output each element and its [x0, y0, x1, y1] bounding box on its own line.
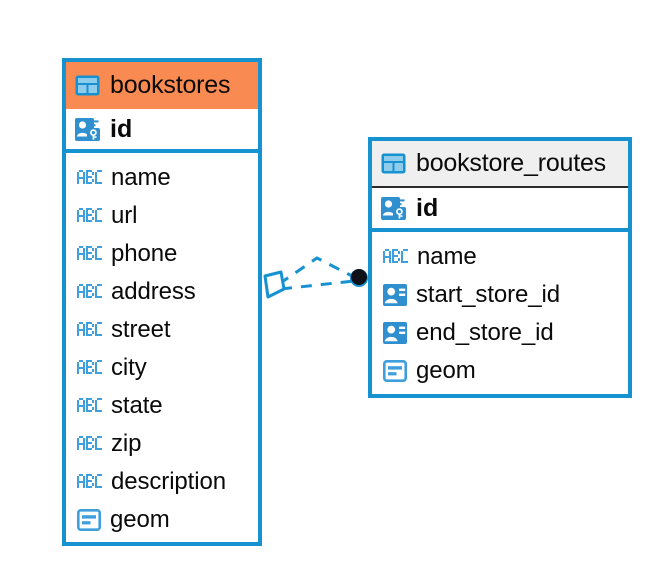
attribute-row-phone[interactable]: phone: [66, 235, 258, 273]
attribute-label: start_store_id: [416, 281, 561, 308]
attribute-row-description[interactable]: description: [66, 463, 258, 501]
entity-bookstores[interactable]: bookstores id: [62, 58, 262, 546]
geometry-icon: [382, 359, 407, 382]
pk-label-bookstore-routes: id: [416, 193, 439, 222]
abc-text-icon: [77, 396, 102, 416]
geometry-icon: [76, 508, 101, 531]
pk-label-bookstores: id: [110, 114, 133, 143]
abc-text-icon: [383, 247, 408, 267]
attribute-row-address[interactable]: address: [66, 273, 258, 311]
attribute-row-street[interactable]: street: [66, 311, 258, 349]
attribute-label: url: [111, 202, 138, 229]
filled-circle-marker-ring: [350, 269, 368, 287]
entity-title-bookstores: bookstores: [110, 71, 231, 99]
attribute-label: street: [111, 316, 171, 343]
attribute-row-zip[interactable]: zip: [66, 425, 258, 463]
abc-text-icon: [77, 320, 102, 340]
abc-text-icon: [77, 244, 102, 264]
abc-text-icon: [77, 282, 102, 302]
attribute-row-start-store-id[interactable]: start_store_id: [372, 276, 628, 314]
attribute-list-bookstore-routes: name start_store_id: [372, 232, 628, 396]
filled-circle-marker: [351, 269, 367, 285]
abc-text-icon: [77, 434, 102, 454]
diamond-marker: [263, 270, 286, 299]
foreign-key-icon: [383, 284, 407, 306]
primary-key-icon: [75, 117, 100, 141]
attribute-label: geom: [110, 506, 170, 533]
attribute-row-state[interactable]: state: [66, 387, 258, 425]
table-icon: [75, 75, 100, 96]
table-icon: [381, 153, 406, 174]
attribute-row-url[interactable]: url: [66, 197, 258, 235]
attribute-row-geom[interactable]: geom: [372, 352, 628, 390]
attribute-label: name: [111, 164, 171, 191]
pk-row-bookstores[interactable]: id: [66, 109, 258, 153]
attribute-label: description: [111, 468, 226, 495]
attribute-row-name[interactable]: name: [372, 238, 628, 276]
attribute-label: address: [111, 278, 196, 305]
abc-text-icon: [77, 206, 102, 226]
attribute-row-city[interactable]: city: [66, 349, 258, 387]
attribute-label: state: [111, 392, 163, 419]
attribute-row-geom[interactable]: geom: [66, 501, 258, 539]
abc-text-icon: [77, 168, 102, 188]
abc-text-icon: [77, 472, 102, 492]
relationship-line-lower: [280, 279, 355, 291]
attribute-label: zip: [111, 430, 142, 457]
entity-header-bookstores[interactable]: bookstores: [66, 62, 258, 109]
attribute-label: geom: [416, 357, 476, 384]
attribute-label: city: [111, 354, 147, 381]
abc-text-icon: [77, 358, 102, 378]
attribute-row-name[interactable]: name: [66, 159, 258, 197]
entity-header-bookstore-routes[interactable]: bookstore_routes: [372, 141, 628, 188]
pk-row-bookstore-routes[interactable]: id: [372, 188, 628, 232]
attribute-row-end-store-id[interactable]: end_store_id: [372, 314, 628, 352]
attribute-label: name: [417, 243, 477, 270]
attribute-list-bookstores: name u: [66, 153, 258, 545]
foreign-key-icon: [383, 322, 407, 344]
relationship-line-upper: [278, 256, 355, 286]
entity-title-bookstore-routes: bookstore_routes: [416, 149, 606, 177]
attribute-label: phone: [111, 240, 178, 267]
primary-key-icon: [381, 196, 406, 220]
attribute-label: end_store_id: [416, 319, 554, 346]
entity-bookstore-routes[interactable]: bookstore_routes id: [368, 137, 632, 398]
